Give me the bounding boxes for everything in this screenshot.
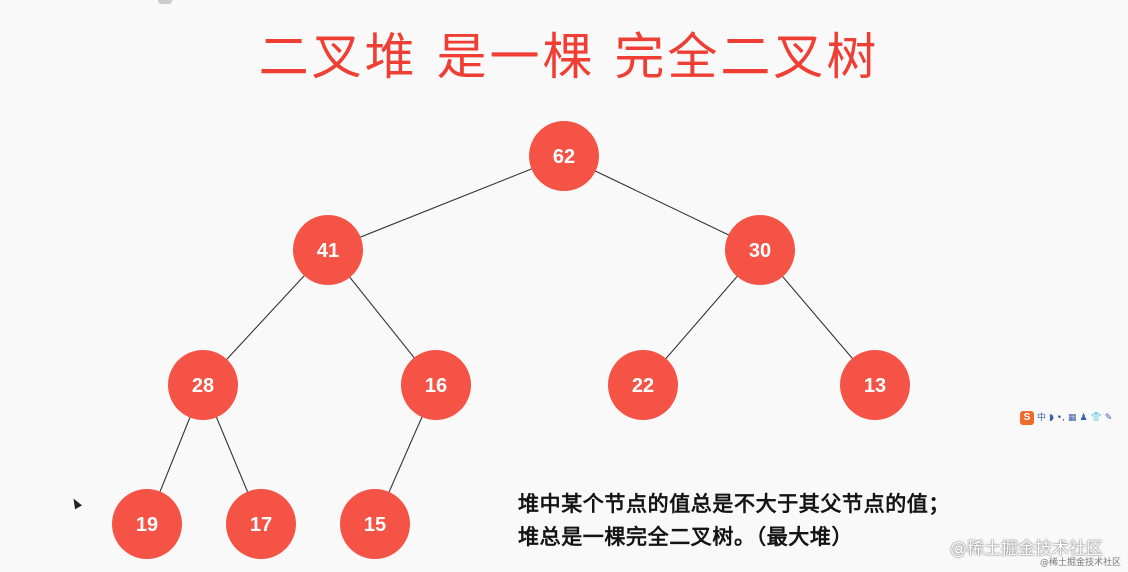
tree-node-label: 22 xyxy=(632,375,654,397)
tree-node-30: 30 xyxy=(725,215,795,285)
tree-edges xyxy=(146,155,876,525)
tools-icon[interactable]: ✎ xyxy=(1104,413,1113,423)
user-icon[interactable]: ♟ xyxy=(1079,413,1088,423)
tree-edge-62-41 xyxy=(327,155,565,251)
tree-node-label: 30 xyxy=(749,240,771,262)
tree-node-label: 41 xyxy=(317,240,339,262)
watermark: @稀土掘金技术社区 xyxy=(950,539,1103,559)
tree-node-label: 17 xyxy=(250,514,272,536)
ime-toolbar[interactable]: S 中 ◗ •, ▦ ♟ 👕 ✎ xyxy=(1020,409,1126,427)
skin-icon[interactable]: 👕 xyxy=(1090,413,1102,423)
tree-node-16: 16 xyxy=(401,350,471,420)
tree-node-label: 28 xyxy=(192,375,214,397)
tree-node-label: 15 xyxy=(364,514,386,536)
description-text: 堆中某个节点的值总是不大于其父节点的值； 堆总是一棵完全二叉树。（最大堆） xyxy=(518,488,1118,554)
tree-node-circle xyxy=(401,350,471,420)
moon-icon[interactable]: ◗ xyxy=(1049,413,1054,423)
tree-node-label: 13 xyxy=(864,375,886,397)
tree-node-19: 19 xyxy=(112,489,182,559)
description-line-2: 堆总是一棵完全二叉树。（最大堆） xyxy=(518,525,854,549)
tree-node-label: 19 xyxy=(136,514,158,536)
tree-node-circle xyxy=(725,215,795,285)
tree-node-circle xyxy=(340,489,410,559)
tree-node-circle xyxy=(112,489,182,559)
keyboard-icon[interactable]: ▦ xyxy=(1067,413,1077,423)
tree-node-label: 62 xyxy=(553,146,575,168)
sogou-logo-icon[interactable]: S xyxy=(1020,411,1034,425)
tree-node-28: 28 xyxy=(168,350,238,420)
top-edge-artifact xyxy=(158,0,172,4)
tree-edge-62-30 xyxy=(563,155,761,251)
tree-node-17: 17 xyxy=(226,489,296,559)
tree-node-13: 13 xyxy=(840,350,910,420)
description-line-1: 堆中某个节点的值总是不大于其父节点的值； xyxy=(518,492,950,516)
tree-node-circle xyxy=(529,121,599,191)
slide-title: 二叉堆 是一棵 完全二叉树 xyxy=(258,28,880,86)
tree-node-circle xyxy=(168,350,238,420)
tree-node-62: 62 xyxy=(529,121,599,191)
tree-node-circle xyxy=(226,489,296,559)
tree-nodes: 62 41 30 28 16 22 13 19 17 15 xyxy=(112,121,910,559)
watermark-small: @稀土掘金技术社区 xyxy=(1040,558,1122,568)
tree-node-15: 15 xyxy=(340,489,410,559)
tree-node-label: 16 xyxy=(425,375,447,397)
ime-item-chinese[interactable]: 中 xyxy=(1037,413,1047,423)
tree-node-22: 22 xyxy=(608,350,678,420)
tree-node-circle xyxy=(608,350,678,420)
tree-node-circle xyxy=(293,215,363,285)
tree-node-circle xyxy=(840,350,910,420)
tree-node-41: 41 xyxy=(293,215,363,285)
punctuation-icon[interactable]: •, xyxy=(1056,413,1065,423)
